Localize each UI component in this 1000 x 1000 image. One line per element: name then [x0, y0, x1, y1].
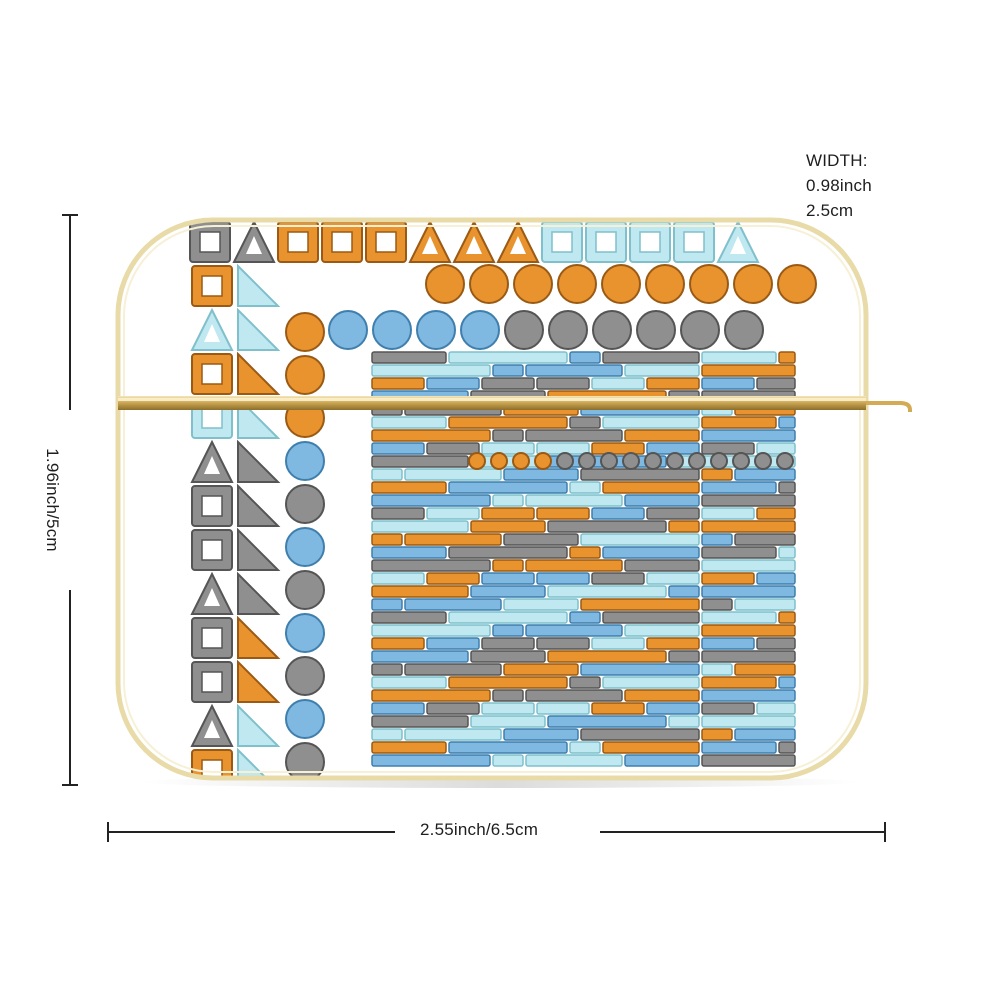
keychain-hook-icon — [866, 401, 912, 412]
width-heading: WIDTH: — [806, 151, 868, 170]
width-label: WIDTH: 0.98inch 2.5cm — [806, 148, 872, 223]
height-label: 1.96inch/5cm — [43, 448, 62, 552]
width-inch: 0.98inch — [806, 176, 872, 195]
height-dimension-line — [62, 214, 78, 786]
width-cm: 2.5cm — [806, 201, 854, 220]
length-dimension-line — [107, 822, 886, 842]
tile-pattern — [189, 220, 817, 778]
length-label: 2.55inch/6.5cm — [420, 820, 539, 839]
